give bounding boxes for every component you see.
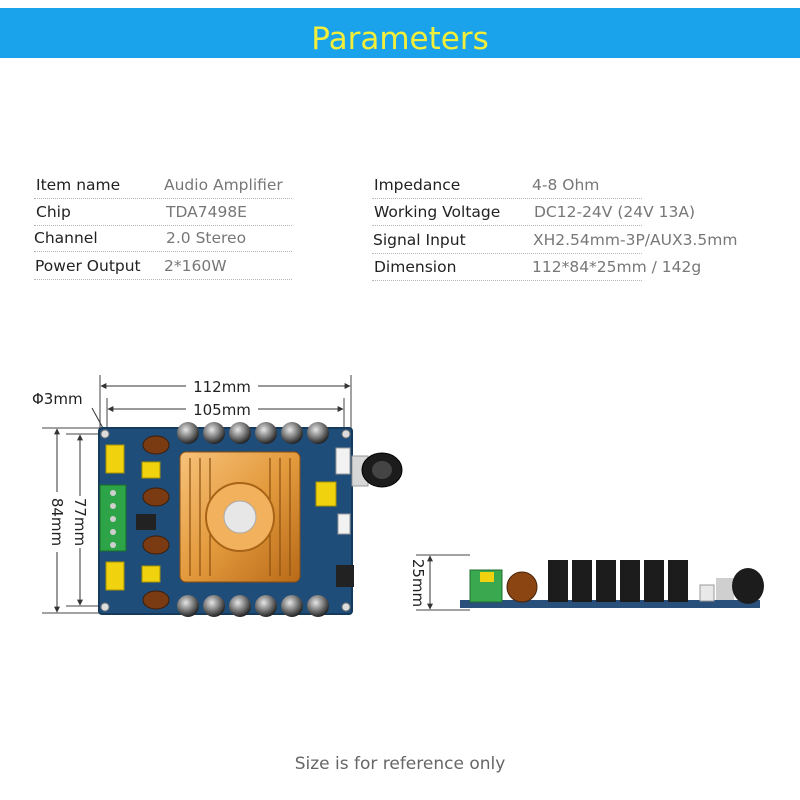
amplifier-board-side-view xyxy=(460,560,764,608)
side-height-label: 25mm xyxy=(409,559,427,607)
spec-row-dimension: Dimension 112*84*25mm / 142g xyxy=(372,254,701,281)
spec-value: 2*160W xyxy=(164,257,227,275)
hole-diameter-label: Φ3mm xyxy=(32,390,83,408)
spec-row-impedance: Impedance 4-8 Ohm xyxy=(372,172,642,199)
spec-value: 4-8 Ohm xyxy=(532,176,600,194)
spec-row-working-voltage: Working Voltage DC12-24V (24V 13A) xyxy=(372,199,695,226)
spec-label: Impedance xyxy=(374,176,461,194)
title-banner: Parameters xyxy=(0,8,800,58)
spec-label: Signal Input xyxy=(373,231,466,249)
spec-value: 112*84*25mm / 142g xyxy=(532,258,702,276)
spec-label: Chip xyxy=(36,203,71,221)
spec-value: Audio Amplifier xyxy=(164,176,283,194)
height-outer-label: 84mm xyxy=(48,498,66,546)
spec-value: 2.0 Stereo xyxy=(166,229,247,247)
spec-value: XH2.54mm-3P/AUX3.5mm xyxy=(533,231,738,249)
spec-value: TDA7498E xyxy=(166,203,247,221)
page-title: Parameters xyxy=(311,21,489,57)
spec-value: DC12-24V (24V 13A) xyxy=(534,203,696,221)
reference-note: Size is for reference only xyxy=(294,754,506,774)
spec-label: Working Voltage xyxy=(374,203,501,221)
spec-row-power-output: Power Output 2*160W xyxy=(34,253,292,280)
spec-label: Power Output xyxy=(35,257,141,275)
width-inner-label: 105mm xyxy=(193,401,251,419)
spec-row-chip: Chip TDA7498E xyxy=(34,199,292,226)
amplifier-board-top-view xyxy=(98,422,403,617)
width-outer-label: 112mm xyxy=(193,378,251,396)
spec-label: Dimension xyxy=(374,258,457,276)
height-inner-label: 77mm xyxy=(71,498,89,546)
spec-row-channel: Channel 2.0 Stereo xyxy=(34,225,292,252)
spec-row-item-name: Item name Audio Amplifier xyxy=(34,172,292,199)
spec-row-signal-input: Signal Input XH2.54mm-3P/AUX3.5mm xyxy=(372,227,737,254)
spec-label: Channel xyxy=(34,229,98,247)
spec-label: Item name xyxy=(36,176,121,194)
